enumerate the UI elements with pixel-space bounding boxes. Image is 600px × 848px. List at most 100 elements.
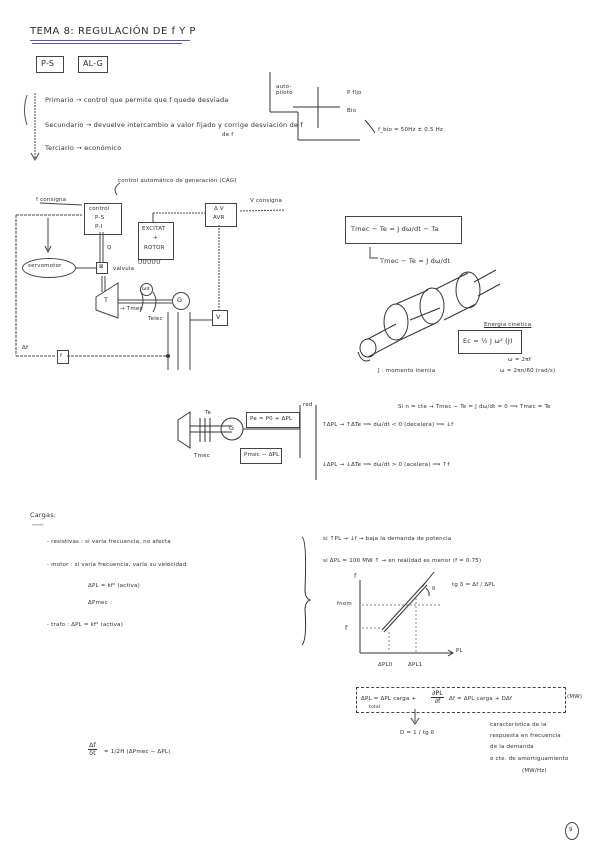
droop-line2: si ΔPL = 100 MW ↑ → en realidad es menor… xyxy=(323,558,482,564)
kinetic-equation: Ec = ½ J ω² (J) xyxy=(463,337,513,345)
chart-x-tick-1: ΔPL0 xyxy=(378,662,393,668)
bottom-eq-den: δt xyxy=(89,749,96,757)
q-label: Q xyxy=(107,245,112,251)
control-ps-block: control P-S P-I xyxy=(84,203,122,235)
demand-eq-right: Δf = ΔPL carga + DΔf xyxy=(449,696,513,702)
kinetic-title: Energía cinética xyxy=(484,322,532,328)
generator-label: G xyxy=(177,296,183,304)
avr-line2: AVR xyxy=(213,215,225,221)
cag-label: control automático de generación (CAG) xyxy=(118,178,237,184)
shaft-generator-label: G xyxy=(229,424,235,432)
pe-equation: Pe = P0 + ΔPL xyxy=(250,416,293,422)
generator-block: G xyxy=(172,292,190,310)
page-number: 9 xyxy=(569,827,573,833)
demand-eq-frac-num: ∂PL xyxy=(431,689,444,698)
title-underline-2 xyxy=(32,43,182,44)
load-resistive: - resistivas : si varía frecuencia, no a… xyxy=(47,539,171,545)
valve-block: ⊠ xyxy=(96,262,108,274)
control-ps-line3: P-I xyxy=(95,224,103,230)
case-down-text: ↓ΔPL → ↓ΔTe ⟹ dω/dt > 0 (acelera) ⟹ ↑f xyxy=(322,462,450,468)
case-up-text: ↑ΔPL → ↑ΔTe ⟹ dω/dt < 0 (decelera) ⟹ ↓f xyxy=(322,422,454,428)
d-desc-2: respuesta en frecuencia xyxy=(490,733,561,739)
pm-box: Pmec − ΔPL xyxy=(240,448,282,464)
d-desc-3: de la demanda xyxy=(490,744,534,750)
omega-def: ω = 2πf xyxy=(508,357,531,363)
telec-label: Telec xyxy=(148,316,163,322)
f-consigna-label: f consigna xyxy=(36,197,67,203)
demand-eq-fraction: ∂PL ∂f xyxy=(431,690,444,705)
omega-label: ωs xyxy=(142,286,150,292)
voltage-label: V xyxy=(216,313,221,321)
excitatriz-block: EXCITAT + ROTOR xyxy=(138,222,174,260)
tmec-label: → Tmec xyxy=(120,306,143,312)
steady-state-text: Si n = cte → Tmec − Te = J dω/dt = 0 ⟹ T… xyxy=(398,404,551,410)
control-ps-line1: control xyxy=(89,206,110,212)
omega-circle: ωs xyxy=(140,283,153,296)
turbine-label: T xyxy=(104,296,109,304)
demand-eq-units: (MW) xyxy=(567,694,583,700)
secondary-control-text: Secundario → devuelve intercambio a valo… xyxy=(45,121,303,129)
delta-f-label: Δf xyxy=(22,345,29,351)
droop-line1: si ↑PL → ↓f → baja la demanda de potenci… xyxy=(323,536,452,542)
tag-box-alg: AL-G xyxy=(78,56,108,73)
te-label: Te xyxy=(205,410,212,416)
excitatriz-line2: + xyxy=(153,235,158,241)
red-label: red xyxy=(303,402,313,408)
d-desc-5: (MW/Hz) xyxy=(522,768,547,774)
chart-angle-label: δ xyxy=(432,586,436,592)
control-ps-line2: P-S xyxy=(95,215,105,221)
loads-squiggle: 〰〰 xyxy=(32,523,44,529)
load-motor: - motor : si varía frecuencia, varía su … xyxy=(47,562,187,568)
chart-y-axis-label: f xyxy=(354,572,357,580)
primary-control-text: Primario → control que permite que f que… xyxy=(45,96,229,104)
pe-box: Pe = P0 + ΔPL xyxy=(246,412,300,428)
auto-piloto-label: auto-piloto xyxy=(276,84,293,96)
pm-equation: Pmec − ΔPL xyxy=(244,452,280,458)
demand-eq-frac-den: ∂f xyxy=(434,697,441,705)
chart-y-tick-top: fnom xyxy=(337,601,352,607)
secondary-control-cont: de f xyxy=(222,132,234,138)
swing-equation: Tmec − Te = J dω/dt − Ta xyxy=(351,225,439,233)
chart-y-tick-bottom: f xyxy=(345,624,348,632)
freq-label: f xyxy=(60,353,63,359)
voltage-block: V xyxy=(212,310,228,326)
v-consigna-label: V consigna xyxy=(250,198,283,204)
d-definition: D = 1 / tg δ xyxy=(400,730,435,736)
kinetic-box: Ec = ½ J ω² (J) xyxy=(458,330,522,354)
excitatriz-line1: EXCITAT xyxy=(142,226,166,232)
demand-eq-left: ΔPL = ΔPL carga + xyxy=(361,696,417,702)
page-title: TEMA 8: REGULACIÓN DE f Y P xyxy=(30,26,196,37)
bio-formula: f_bio = 50Hz ± 0.5 Hz xyxy=(378,127,444,133)
tertiary-control-text: Terciario → económico xyxy=(45,144,122,152)
load-trafo: - trafo : ΔPL = kf² (activa) xyxy=(47,622,124,628)
p-fijo-label: P fijo xyxy=(347,90,362,96)
valve-label: válvula xyxy=(113,266,135,272)
swing-simplified: Tmec − Te = J dω/dt xyxy=(380,257,451,265)
rotor-winding-icon: ՄՄՄՄՄ xyxy=(138,260,161,266)
load-motor-eq2: ΔPmec xyxy=(88,600,108,606)
tan-formula: tg δ = Δf / ΔPL xyxy=(452,582,496,588)
freq-block: f xyxy=(57,350,69,364)
excitatriz-line3: ROTOR xyxy=(144,245,165,251)
tag-ps: P-S xyxy=(41,59,55,68)
avr-block: Δ V AVR xyxy=(205,203,237,227)
valve-icon: ⊠ xyxy=(99,264,104,270)
bottom-eq-rhs: = 1/2H (ΔPmec − ΔPL) xyxy=(104,749,171,755)
chart-x-tick-2: ΔPL1 xyxy=(408,662,423,668)
d-desc-4: o cte. de amortiguamiento xyxy=(490,756,569,762)
servomotor-block: servomotor xyxy=(22,258,76,278)
d-desc-1: característica de la xyxy=(490,722,547,728)
servomotor-label: servomotor xyxy=(28,263,62,269)
omega-rpm: ω = 2πn/60 (rad/s) xyxy=(500,368,556,374)
bottom-eq-num: Δf xyxy=(88,741,97,750)
inertia-label: J · momento inercia xyxy=(378,368,436,374)
title-underline xyxy=(30,40,190,41)
swing-equation-box: Tmec − Te = J dω/dt − Ta xyxy=(345,216,462,244)
demand-equation-box: ΔPL = ΔPL carga + ∂PL ∂f Δf = ΔPL carga … xyxy=(356,687,566,713)
page-number-circle: 9 xyxy=(565,822,579,840)
tmec-shaft-label: Tmec xyxy=(194,453,210,459)
tag-box-ps: P-S xyxy=(36,56,64,73)
tag-alg: AL-G xyxy=(83,59,103,68)
loads-heading: Cargas: xyxy=(30,511,57,519)
